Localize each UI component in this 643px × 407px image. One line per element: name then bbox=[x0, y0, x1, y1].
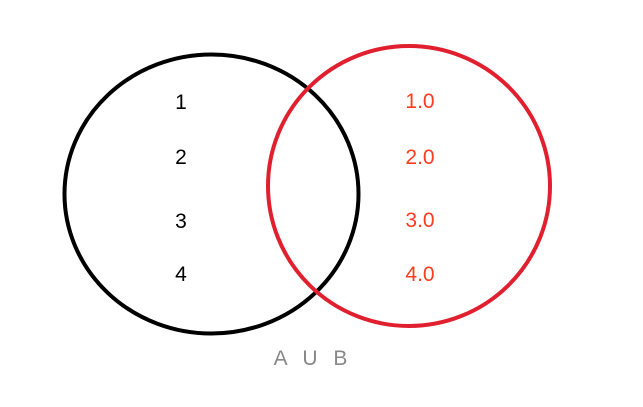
set-b-item: 2.0 bbox=[405, 146, 435, 169]
set-b-item: 4.0 bbox=[405, 263, 435, 286]
union-caption: A U B bbox=[273, 347, 353, 370]
set-b-circle bbox=[266, 44, 552, 328]
set-a-circle bbox=[62, 52, 361, 336]
set-b-item: 3.0 bbox=[405, 209, 435, 232]
set-a-item: 4 bbox=[175, 263, 187, 286]
set-a-item: 1 bbox=[175, 91, 187, 114]
set-b-item: 1.0 bbox=[405, 90, 435, 113]
set-a-item: 2 bbox=[175, 146, 187, 169]
set-a-item: 3 bbox=[175, 210, 187, 233]
